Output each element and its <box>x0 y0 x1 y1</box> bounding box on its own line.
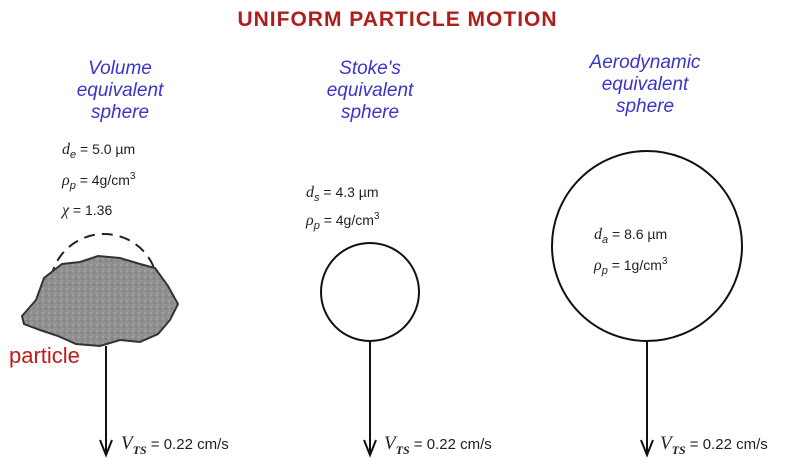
heading-line: equivalent <box>326 80 414 101</box>
heading-line: equivalent <box>76 80 164 101</box>
prop-da: da = 8.6 µm <box>594 226 668 246</box>
stokes-equivalent-circle <box>320 242 420 342</box>
heading-line: Aerodynamic <box>589 52 701 73</box>
prop-rho-p: ρp = 4g/cm3 <box>306 211 380 232</box>
prop-chi: χ = 1.36 <box>62 202 113 219</box>
prop-rho-p: ρp = 1g/cm3 <box>594 256 668 277</box>
heading-volume-sphere: Volume equivalent sphere <box>45 58 195 124</box>
heading-line: Volume <box>88 58 152 79</box>
aerodynamic-equivalent-circle <box>551 150 743 342</box>
prop-rho-p: ρp = 4g/cm3 <box>62 171 136 192</box>
heading-line: sphere <box>90 102 150 123</box>
velocity-arrow <box>363 341 377 458</box>
heading-line: sphere <box>340 102 400 123</box>
velocity-arrow <box>640 341 654 458</box>
diagram-title: UNIFORM PARTICLE MOTION <box>237 8 558 31</box>
prop-de: de = 5.0 µm <box>62 141 136 161</box>
heading-aerodynamic-sphere: Aerodynamic equivalent sphere <box>570 52 720 118</box>
heading-line: equivalent <box>601 74 689 95</box>
velocity-label: VTS = 0.22 cm/s <box>121 433 229 457</box>
velocity-arrow <box>99 346 113 458</box>
heading-line: sphere <box>615 96 675 117</box>
heading-stokes-sphere: Stoke's equivalent sphere <box>295 58 445 124</box>
velocity-label: VTS = 0.22 cm/s <box>384 433 492 457</box>
prop-ds: ds = 4.3 µm <box>306 184 379 204</box>
velocity-label: VTS = 0.22 cm/s <box>660 433 768 457</box>
irregular-particle <box>20 254 180 348</box>
particle-label: particle <box>9 343 80 368</box>
heading-line: Stoke's <box>339 58 401 79</box>
